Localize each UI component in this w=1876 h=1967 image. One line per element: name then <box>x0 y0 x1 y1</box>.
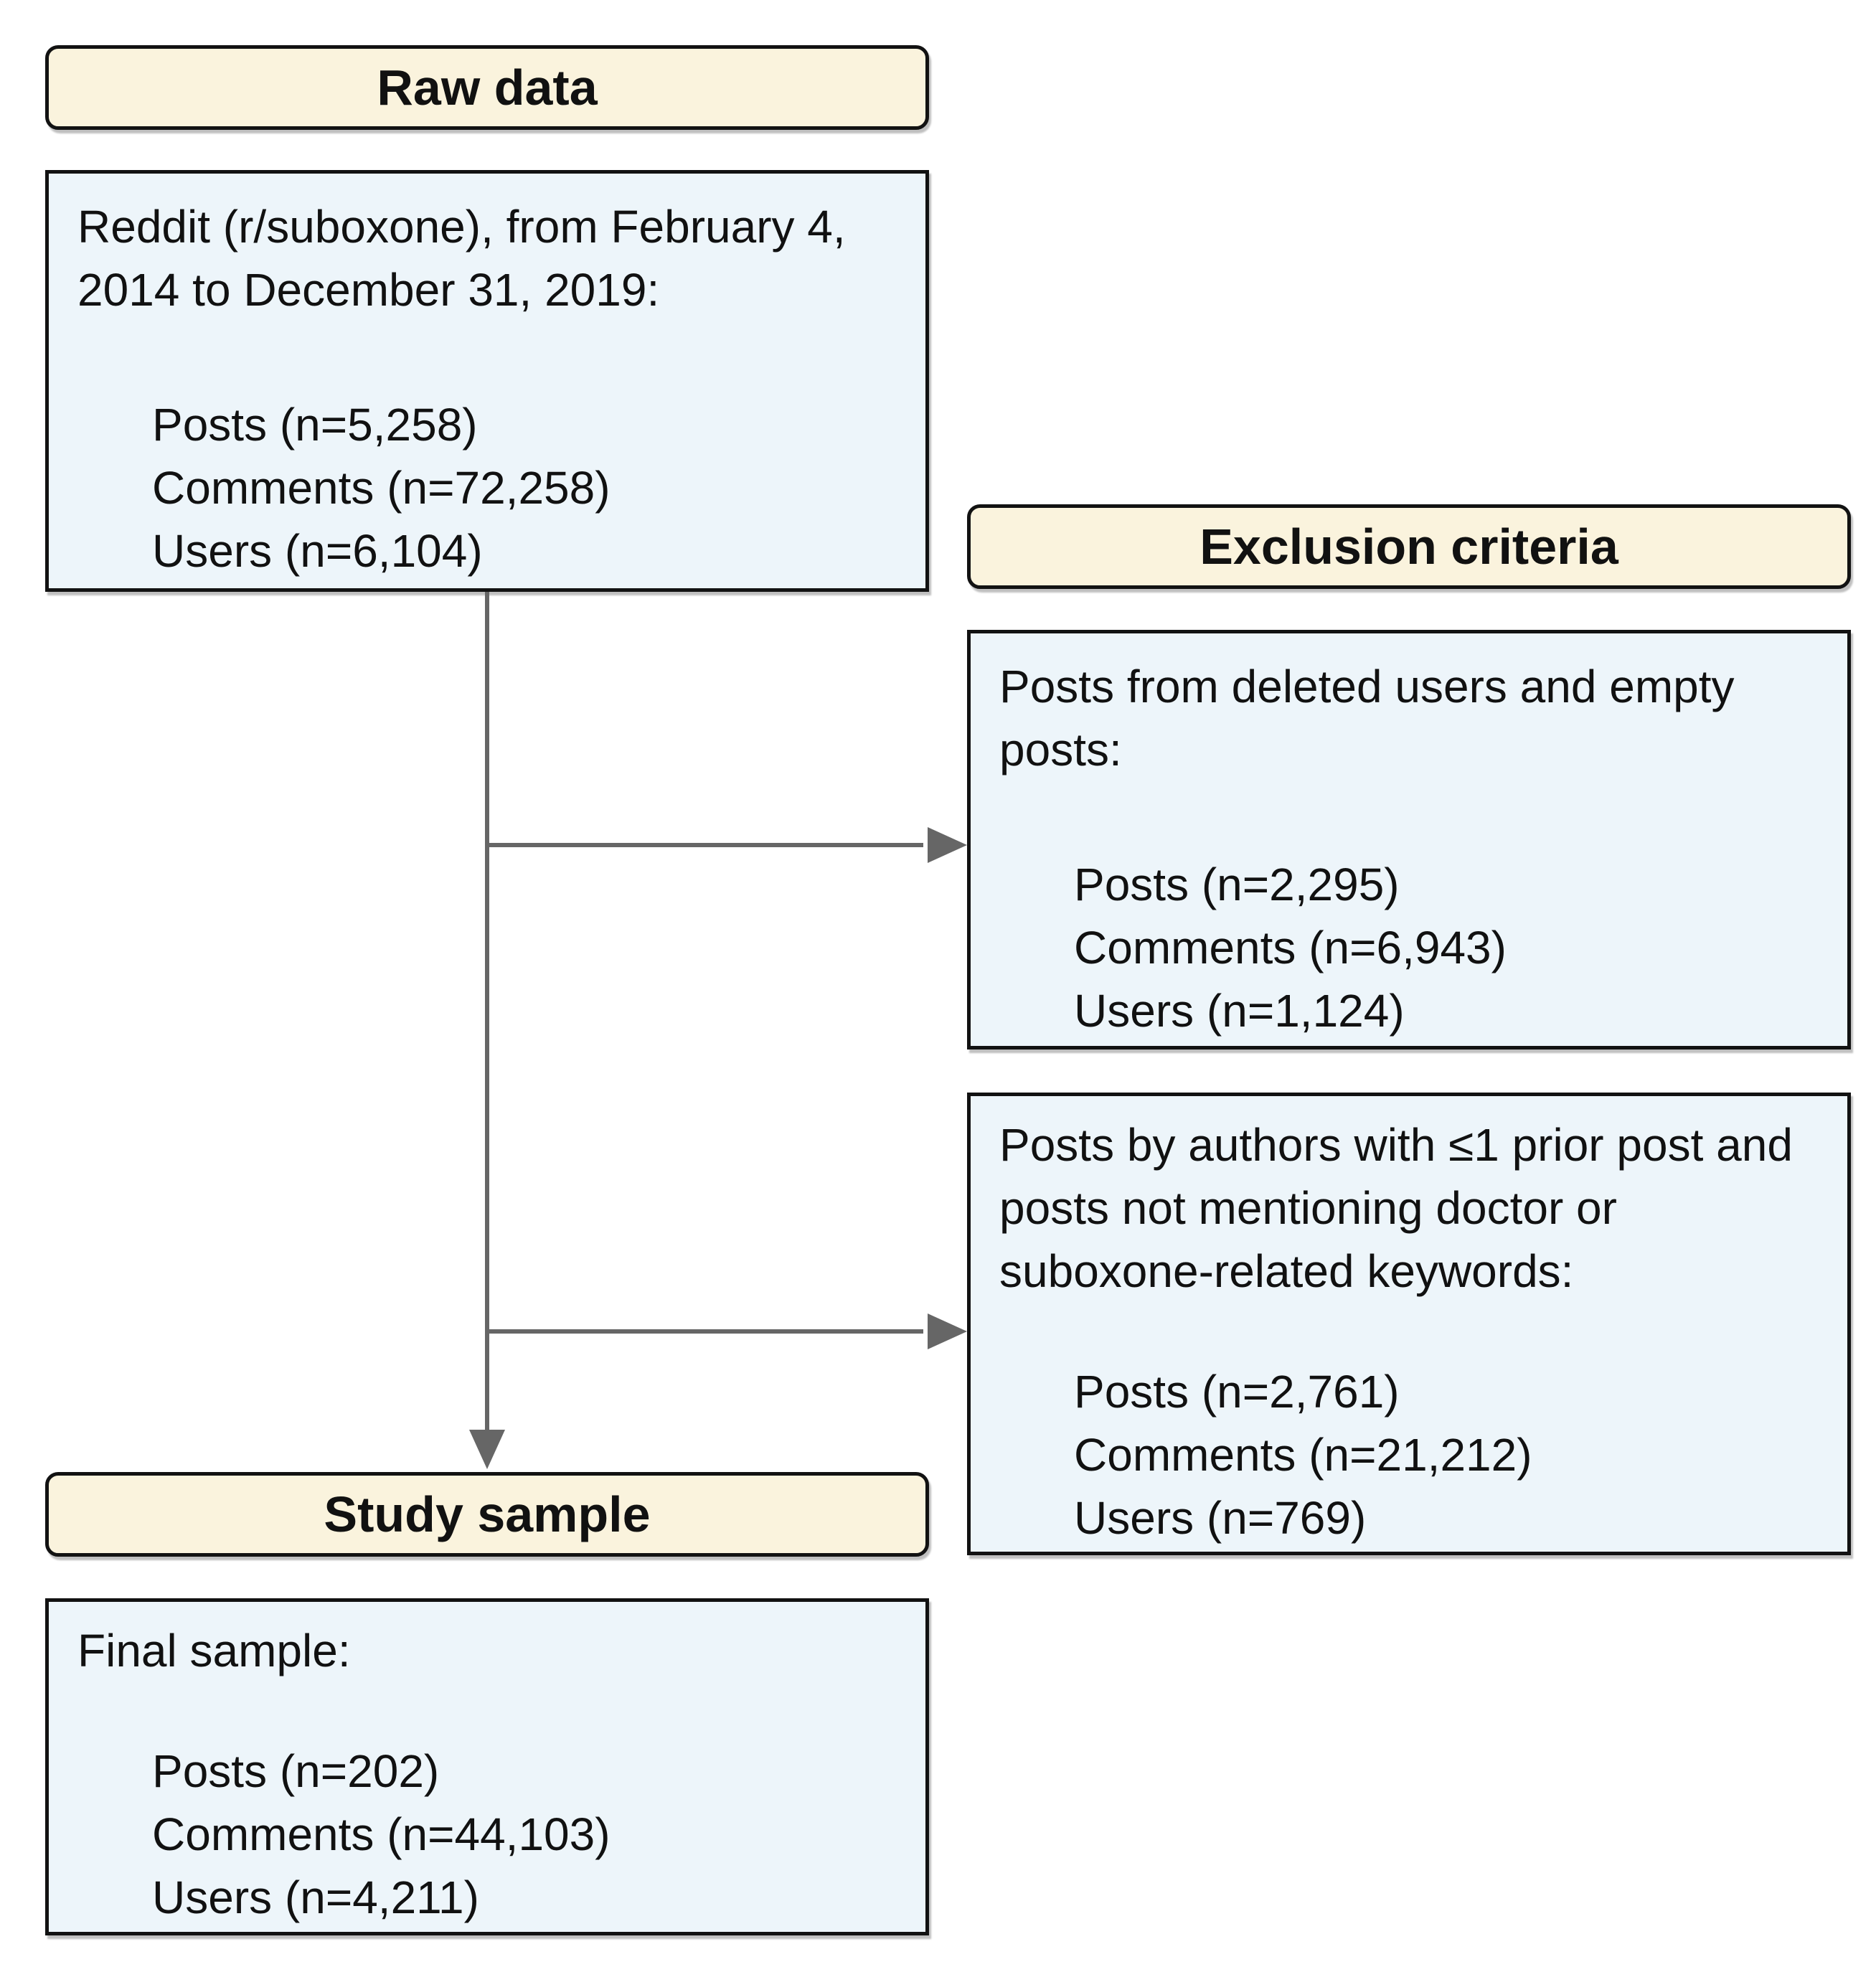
exclusion-criteria-header: Exclusion criteria <box>967 504 1851 589</box>
exclusion-step-1-stat-posts: Posts (n=2,295) <box>1074 859 1400 910</box>
final-sample-stats: Posts (n=202) Comments (n=44,103) Users … <box>152 1740 897 1929</box>
raw-data-stat-comments: Comments (n=72,258) <box>152 462 611 514</box>
exclusion-step-2-stats: Posts (n=2,761) Comments (n=21,212) User… <box>1074 1360 1819 1549</box>
final-sample-stat-comments: Comments (n=44,103) <box>152 1808 611 1860</box>
exclusion-step-1-stat-users: Users (n=1,124) <box>1074 985 1405 1037</box>
arrowhead-down-icon <box>469 1430 505 1469</box>
study-sample-header: Study sample <box>45 1472 929 1557</box>
raw-data-box: Reddit (r/suboxone), from February 4, 20… <box>45 170 929 592</box>
connector-main-vertical <box>485 592 489 1430</box>
raw-data-description: Reddit (r/suboxone), from February 4, 20… <box>77 201 846 316</box>
exclusion-step-1-box: Posts from deleted users and empty posts… <box>967 630 1851 1049</box>
exclusion-step-2-stat-posts: Posts (n=2,761) <box>1074 1366 1400 1418</box>
exclusion-step-1-stat-comments: Comments (n=6,943) <box>1074 922 1507 973</box>
exclusion-step-2-box: Posts by authors with ≤1 prior post and … <box>967 1093 1851 1555</box>
exclusion-step-2-stat-users: Users (n=769) <box>1074 1492 1367 1544</box>
raw-data-header-label: Raw data <box>377 60 598 115</box>
arrowhead-right-icon <box>928 1313 967 1349</box>
exclusion-step-1-stats: Posts (n=2,295) Comments (n=6,943) Users… <box>1074 853 1819 1042</box>
exclusion-step-2-stat-comments: Comments (n=21,212) <box>1074 1429 1532 1481</box>
final-sample-box: Final sample: Posts (n=202) Comments (n=… <box>45 1598 929 1935</box>
final-sample-stat-posts: Posts (n=202) <box>152 1745 440 1797</box>
connector-branch-exclusion-1 <box>487 843 923 847</box>
raw-data-header: Raw data <box>45 45 929 130</box>
exclusion-criteria-header-label: Exclusion criteria <box>1199 519 1618 575</box>
exclusion-step-1-description: Posts from deleted users and empty posts… <box>999 661 1735 775</box>
raw-data-stat-users: Users (n=6,104) <box>152 525 483 577</box>
exclusion-step-2-description: Posts by authors with ≤1 prior post and … <box>999 1119 1793 1297</box>
study-sample-header-label: Study sample <box>324 1486 651 1542</box>
final-sample-description: Final sample: <box>77 1625 351 1676</box>
final-sample-stat-users: Users (n=4,211) <box>152 1872 479 1923</box>
arrowhead-right-icon <box>928 827 967 863</box>
raw-data-stat-posts: Posts (n=5,258) <box>152 399 478 451</box>
raw-data-stats: Posts (n=5,258) Comments (n=72,258) User… <box>152 393 897 582</box>
connector-branch-exclusion-2 <box>487 1329 923 1334</box>
